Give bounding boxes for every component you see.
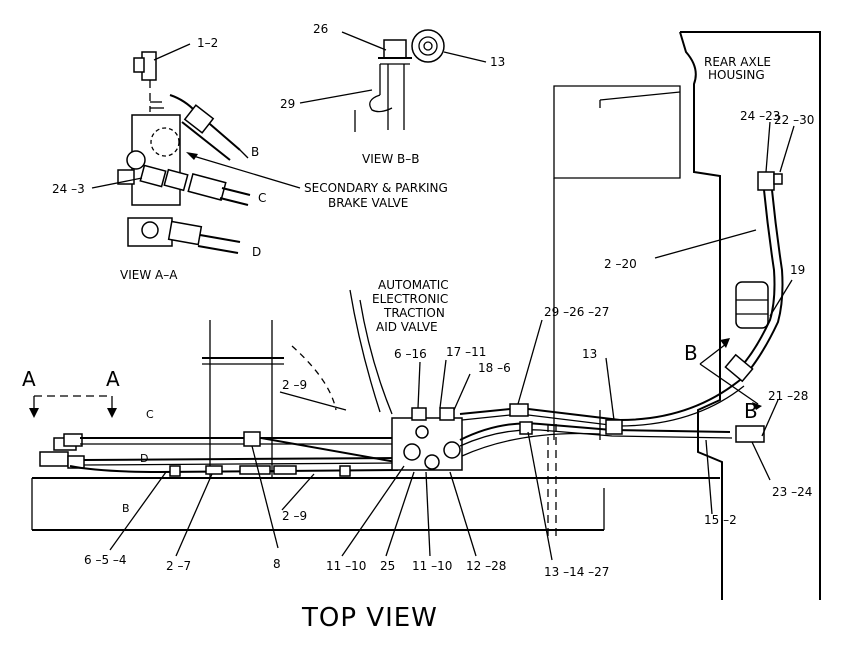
callout-11-10-left: 11 –10 [326, 559, 366, 573]
callout-17-11: 17 –11 [446, 345, 486, 359]
callout-18-6: 18 –6 [478, 361, 511, 375]
top-line-letter-c: C [146, 408, 154, 421]
callout-13-14-27: 13 –14 –27 [544, 565, 609, 579]
callout-12-28: 12 –28 [466, 559, 506, 573]
top-view-frame [31, 289, 720, 531]
note-rear-axle-1: REAR AXLE [704, 55, 771, 69]
top-line-letter-b: B [122, 502, 130, 515]
callout-23-24: 23 –24 [772, 485, 812, 499]
section-b-bottom: B [744, 399, 758, 423]
hose-2-20 [739, 189, 776, 369]
callout-11-10-right: 11 –10 [412, 559, 452, 573]
section-b-top: B [684, 341, 698, 365]
callout-21-28: 21 –28 [768, 389, 808, 403]
note-rear-axle-2: HOUSING [708, 68, 765, 82]
callout-1-2: 1–2 [197, 36, 218, 50]
line-letter-c: C [258, 191, 266, 205]
callout-24-23: 24 –23 [740, 109, 780, 123]
callout-29: 29 [280, 97, 295, 111]
line-letter-d: D [252, 245, 261, 259]
top-view-title: TOP VIEW [301, 603, 438, 633]
top-view-lines [39, 379, 765, 540]
callout-2-9-lower: 2 –9 [282, 509, 307, 523]
callout-24-3: 24 –3 [52, 182, 85, 196]
callout-6-5-4: 6 –5 –4 [84, 553, 127, 567]
line-letter-b: B [251, 145, 259, 159]
section-a-left: A [22, 367, 36, 391]
view-aa-title: VIEW A–A [120, 268, 178, 282]
view-bb-drawing [299, 29, 487, 132]
callout-19: 19 [790, 263, 805, 277]
note-traction-3: TRACTION [383, 306, 445, 320]
view-bb-title: VIEW B–B [362, 152, 419, 166]
note-secondary-1: SECONDARY & PARKING [304, 181, 448, 195]
rear-axle-housing-drawing [553, 31, 821, 600]
view-aa-drawing [91, 43, 301, 254]
callout-25: 25 [380, 559, 395, 573]
callout-2-9-upper: 2 –9 [282, 378, 307, 392]
note-traction-2: ELECTRONIC [372, 292, 448, 306]
section-b-marker [699, 338, 762, 410]
callout-15-2: 15 –2 [704, 513, 737, 527]
top-line-letter-d: D [140, 452, 148, 465]
leader-lines [109, 121, 795, 561]
callout-2-20: 2 –20 [604, 257, 637, 271]
callout-26: 26 [313, 22, 328, 36]
section-a-right: A [106, 367, 120, 391]
callout-8: 8 [273, 557, 281, 571]
callout-29-26-27: 29 –26 –27 [544, 305, 609, 319]
section-a-marker [29, 395, 117, 418]
callout-2-7: 2 –7 [166, 559, 191, 573]
callout-13-top: 13 [582, 347, 597, 361]
callout-22-30: 22 –30 [774, 113, 814, 127]
note-traction-4: AID VALVE [376, 320, 438, 334]
callout-6-16: 6 –16 [394, 347, 427, 361]
callout-13-bb: 13 [490, 55, 505, 69]
note-secondary-2: BRAKE VALVE [328, 196, 408, 210]
note-traction-1: AUTOMATIC [378, 278, 449, 292]
